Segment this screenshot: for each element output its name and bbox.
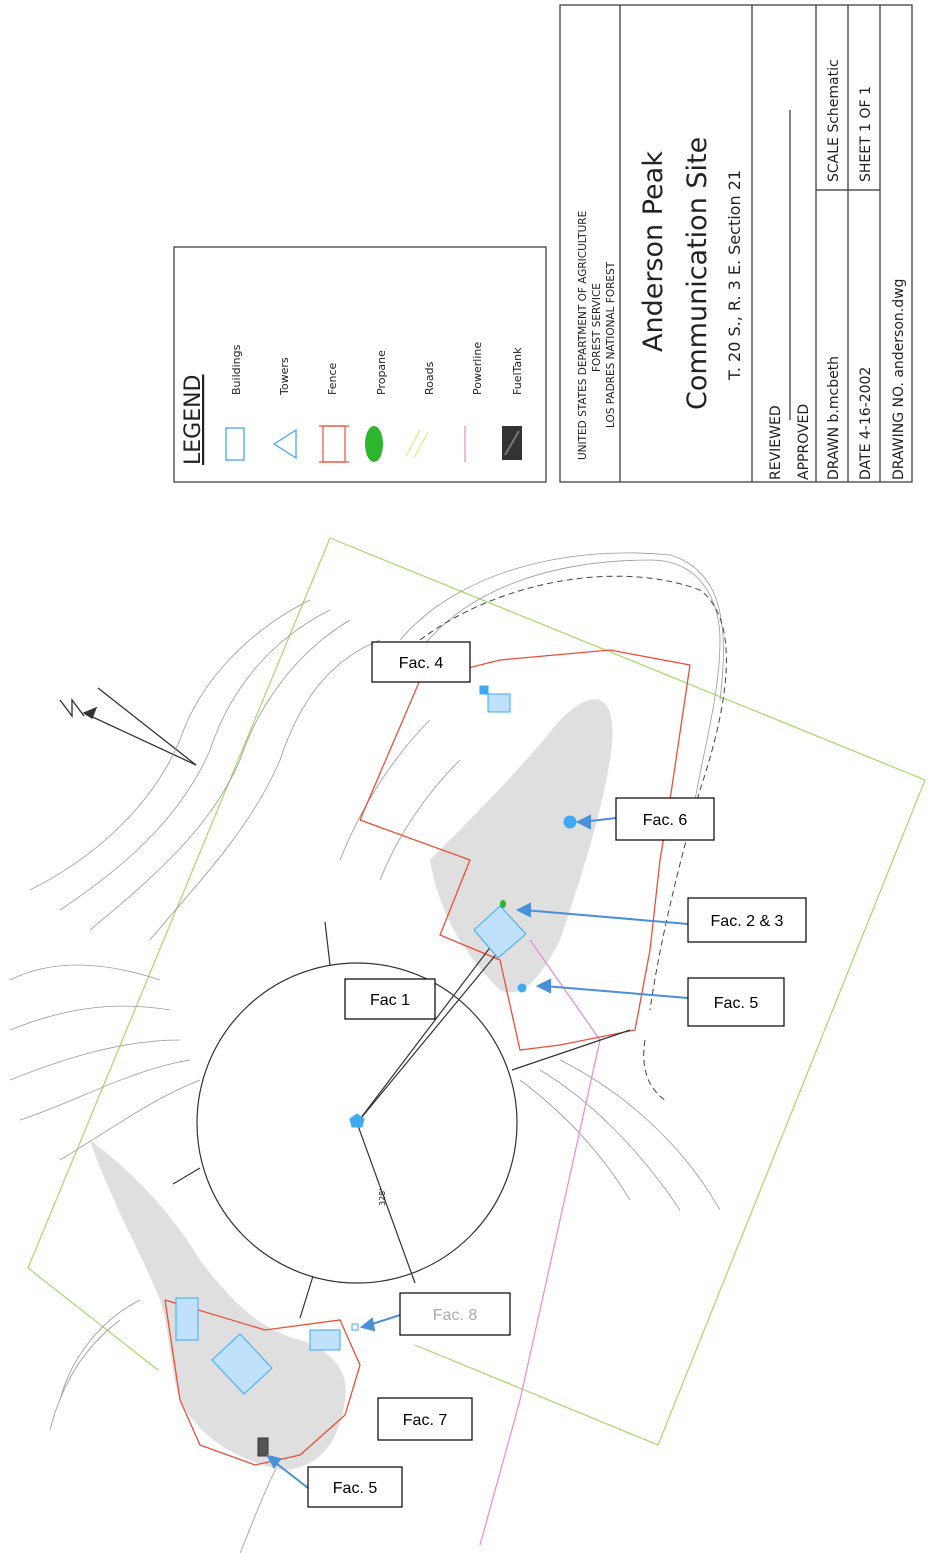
legend-label-fueltank: FuelTank xyxy=(511,347,524,395)
sheet-label: SHEET 1 OF 1 xyxy=(858,86,874,182)
powerline xyxy=(479,939,601,1546)
svg-text:Fac. 8: Fac. 8 xyxy=(433,1307,478,1324)
fence-upper xyxy=(359,649,691,1051)
roads-legend-icon xyxy=(405,429,429,459)
callout-fac1: Fac 1 xyxy=(344,978,436,1020)
drawn-label: DRAWN b.mcbeth xyxy=(826,356,842,480)
date-label: DATE 4-16-2002 xyxy=(858,367,874,480)
svg-text:Fac. 5: Fac. 5 xyxy=(333,1480,378,1497)
fac1-tower-marker xyxy=(349,1113,365,1128)
legend-label-fence: Fence xyxy=(326,362,339,395)
forest-text: LOS PADRES NATIONAL FOREST xyxy=(605,261,617,428)
service-text: FOREST SERVICE xyxy=(591,283,603,372)
north-arrow-icon xyxy=(59,687,197,766)
propane-tank xyxy=(500,900,506,908)
legend-label-buildings: Buildings xyxy=(230,344,243,395)
fac23-building xyxy=(473,905,527,959)
svg-text:Fac. 6: Fac. 6 xyxy=(643,812,688,829)
legend-label-powerline: Powerline xyxy=(471,342,484,395)
svg-text:Fac 1: Fac 1 xyxy=(370,992,410,1009)
approved-label: APPROVED xyxy=(796,404,812,480)
svg-text:Fac. 7: Fac. 7 xyxy=(403,1412,448,1429)
fac5-tank xyxy=(257,1437,269,1457)
callout-fac5-lower: Fac. 5 xyxy=(307,1466,403,1508)
legend-title: LEGEND xyxy=(181,374,206,465)
callout-arrows xyxy=(266,814,689,1489)
callout-fac6: Fac. 6 xyxy=(615,797,715,841)
fall-zone-circle xyxy=(172,921,631,1319)
site-name-line1: Anderson Peak xyxy=(638,151,669,352)
radius-label: 328' xyxy=(378,1189,387,1206)
building-legend-icon xyxy=(225,427,245,461)
legend: LEGEND Buildings Towers Fence Propane Ro… xyxy=(173,246,547,483)
fac6-building xyxy=(563,815,577,829)
callout-fac8: Fac. 8 xyxy=(399,1292,511,1336)
title-block xyxy=(559,4,913,483)
drawing-no-label: DRAWING NO. anderson.dwg xyxy=(891,279,907,480)
legend-label-roads: Roads xyxy=(423,361,436,395)
fence-legend-icon xyxy=(319,425,349,463)
location-text: T. 20 S., R. 3 E. Section 21 xyxy=(725,170,744,381)
site-name-line2: Communication Site xyxy=(682,137,713,410)
dept-text: UNITED STATES DEPARTMENT OF AGRICULTURE xyxy=(577,211,589,460)
svg-text:Fac. 2 & 3: Fac. 2 & 3 xyxy=(711,913,784,930)
graded-area xyxy=(90,699,613,1470)
propane-legend-icon xyxy=(365,426,383,462)
reviewed-label: REVIEWED xyxy=(768,405,784,480)
fac4-building xyxy=(487,693,511,713)
fac7-building-c xyxy=(309,1329,341,1351)
svg-text:Fac. 4: Fac. 4 xyxy=(399,655,444,672)
terrain-dashes xyxy=(419,575,727,1101)
legend-label-propane: Propane xyxy=(375,350,388,395)
svg-text:Fac. 5: Fac. 5 xyxy=(714,995,759,1012)
buildings xyxy=(175,685,577,1457)
fence-lower xyxy=(164,1299,361,1466)
fac8-building xyxy=(351,1323,359,1331)
fac7-building-b xyxy=(211,1333,273,1395)
tower-legend-icon xyxy=(272,428,297,460)
contour-lines xyxy=(9,552,724,1553)
callout-fac5-upper: Fac. 5 xyxy=(687,977,785,1027)
legend-label-towers: Towers xyxy=(278,357,291,396)
fac5-building xyxy=(517,983,527,993)
callout-fac4: Fac. 4 xyxy=(371,641,471,683)
fac7-building-a xyxy=(175,1297,199,1341)
callout-fac7: Fac. 7 xyxy=(377,1397,473,1441)
scale-label: SCALE Schematic xyxy=(826,59,842,182)
callout-fac23: Fac. 2 & 3 xyxy=(687,897,807,943)
